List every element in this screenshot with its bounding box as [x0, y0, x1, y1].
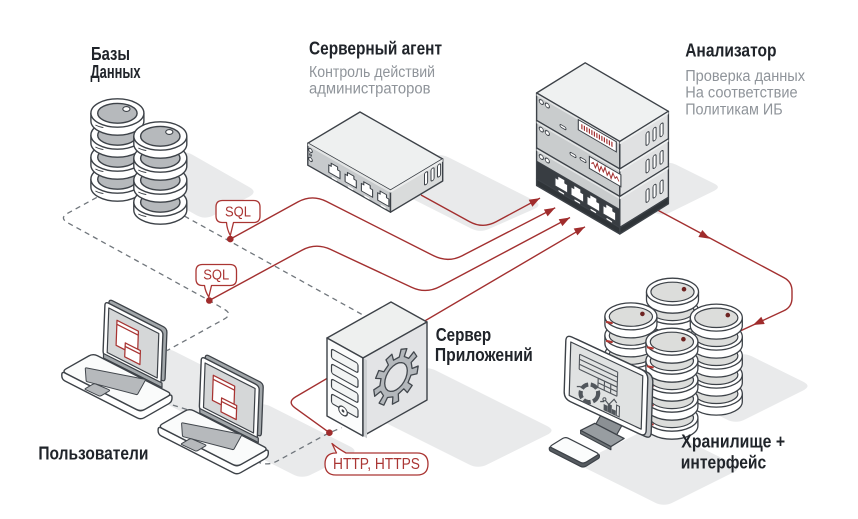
svg-text:Приложений: Приложений	[435, 345, 533, 365]
svg-text:Сервер: Сервер	[436, 325, 492, 345]
svg-text:Проверка данных: Проверка данных	[685, 68, 805, 85]
svg-text:HTTP, HTTPS: HTTP, HTTPS	[333, 456, 420, 473]
svg-text:На соответствие: На соответствие	[685, 85, 797, 102]
svg-text:Анализатор: Анализатор	[685, 41, 776, 61]
svg-text:SQL: SQL	[203, 267, 229, 283]
svg-text:Пользователи: Пользователи	[38, 444, 148, 464]
svg-text:Данных: Данных	[91, 62, 141, 82]
svg-text:Хранилище +: Хранилище +	[681, 432, 785, 452]
svg-text:Политикам ИБ: Политикам ИБ	[685, 102, 783, 119]
svg-text:Базы: Базы	[91, 44, 130, 64]
svg-text:Серверный агент: Серверный агент	[309, 39, 442, 59]
svg-text:SQL: SQL	[225, 204, 251, 220]
svg-text:администраторов: администраторов	[309, 81, 431, 98]
svg-text:Контроль действий: Контроль действий	[309, 64, 435, 81]
svg-text:интерфейс: интерфейс	[681, 453, 766, 473]
